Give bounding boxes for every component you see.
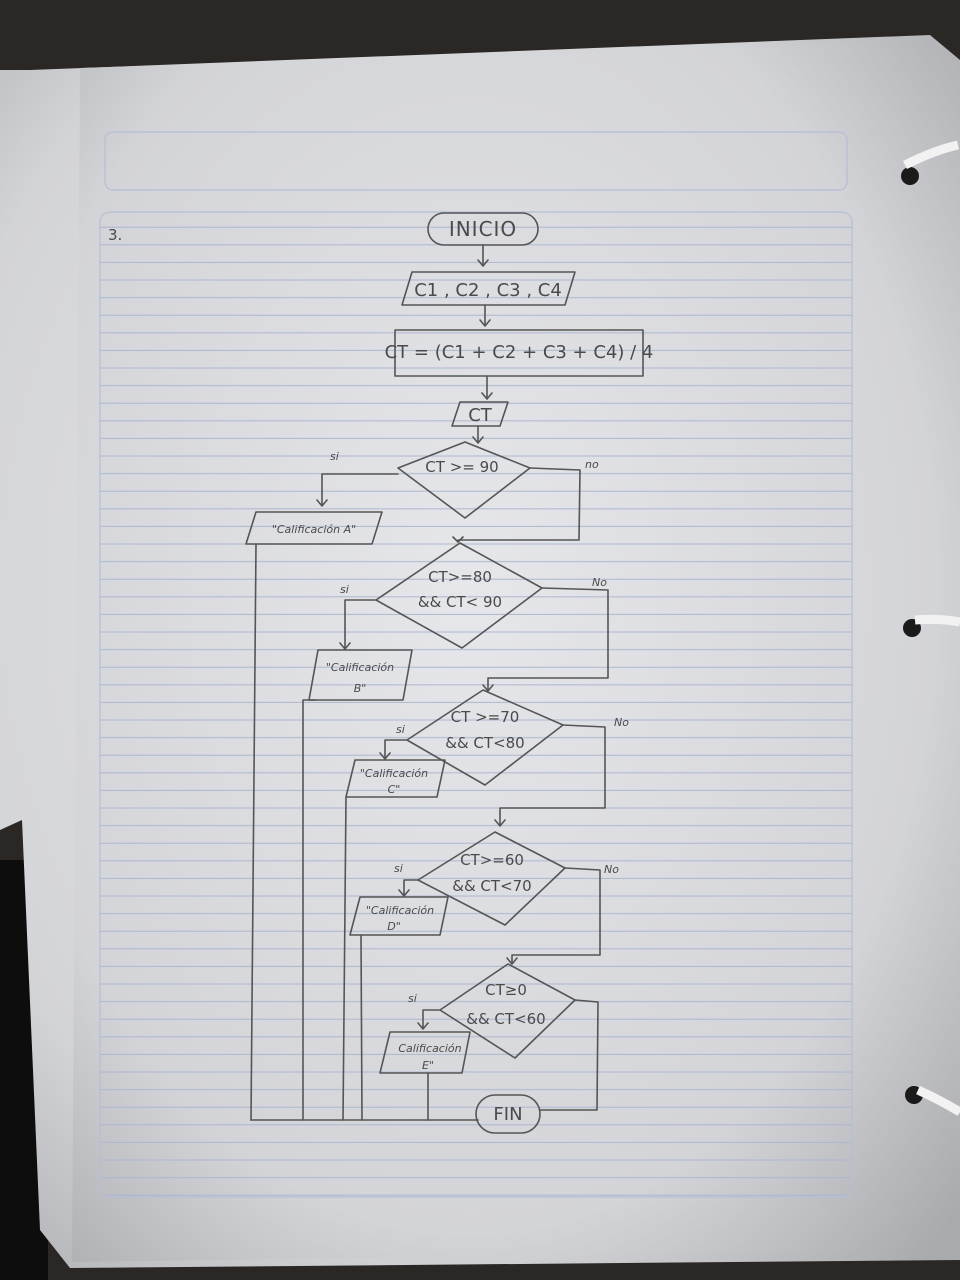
binder-rings xyxy=(901,140,960,1116)
decision-diamond xyxy=(397,441,531,519)
result-label-line2: D" xyxy=(387,920,401,933)
yes-label: si xyxy=(394,862,403,875)
decision-condition-line2: && CT< 90 xyxy=(418,593,502,611)
decision-diamond xyxy=(439,963,576,1059)
result-label-line1: "Calificación xyxy=(360,767,428,780)
result-box xyxy=(379,1031,471,1074)
decision-diamond xyxy=(406,689,564,786)
result-label-line1: Calificación xyxy=(398,1042,461,1055)
no-label: No xyxy=(592,576,607,589)
yes-label: si xyxy=(396,723,405,736)
start-label: INICIO xyxy=(449,217,517,241)
end-terminal xyxy=(475,1094,541,1134)
result-label-line1: "Calificación xyxy=(366,904,434,917)
no-label: No xyxy=(604,863,619,876)
decision-condition: CT >= 90 xyxy=(425,458,498,476)
exercise-number: 3. xyxy=(108,226,122,244)
decision-condition-line2: && CT<70 xyxy=(452,877,531,895)
result-box xyxy=(345,759,446,798)
result-label: "Calificación A" xyxy=(272,523,356,536)
input-box xyxy=(401,271,576,306)
no-label: No xyxy=(614,716,629,729)
decision-condition-line1: CT >=70 xyxy=(451,708,520,726)
result-box xyxy=(308,649,413,701)
ruled-area xyxy=(99,211,853,1198)
decision-condition-line1: CT>=60 xyxy=(460,851,524,869)
yes-label: si xyxy=(330,450,339,463)
result-label-line2: E" xyxy=(422,1059,434,1072)
end-label: FIN xyxy=(493,1104,522,1125)
decision-condition-line2: && CT<60 xyxy=(466,1010,545,1028)
no-label: no xyxy=(585,458,599,471)
decision-condition-line2: && CT<80 xyxy=(445,734,524,752)
result-label-line2: B" xyxy=(354,682,367,695)
result-label-line1: "Calificación xyxy=(326,661,394,674)
decision-diamond xyxy=(375,542,543,649)
flowchart: INICIO C1 , C2 , C3 , C4 CT = (C1 + C2 +… xyxy=(245,212,654,1134)
process-label: CT = (C1 + C2 + C3 + C4) / 4 xyxy=(385,342,654,363)
decision-condition-line1: CT≥0 xyxy=(485,981,527,999)
result-box xyxy=(245,511,383,545)
output-box xyxy=(451,401,509,427)
decision-condition-line1: CT>=80 xyxy=(428,568,492,586)
input-label: C1 , C2 , C3 , C4 xyxy=(414,280,562,301)
yes-label: si xyxy=(340,583,349,596)
result-label-line2: C" xyxy=(388,783,401,796)
output-label: CT xyxy=(468,405,493,426)
yes-label: si xyxy=(408,992,417,1005)
process-box xyxy=(394,329,644,377)
result-box xyxy=(349,896,449,936)
decision-diamond xyxy=(417,831,566,926)
header-box xyxy=(104,131,848,191)
